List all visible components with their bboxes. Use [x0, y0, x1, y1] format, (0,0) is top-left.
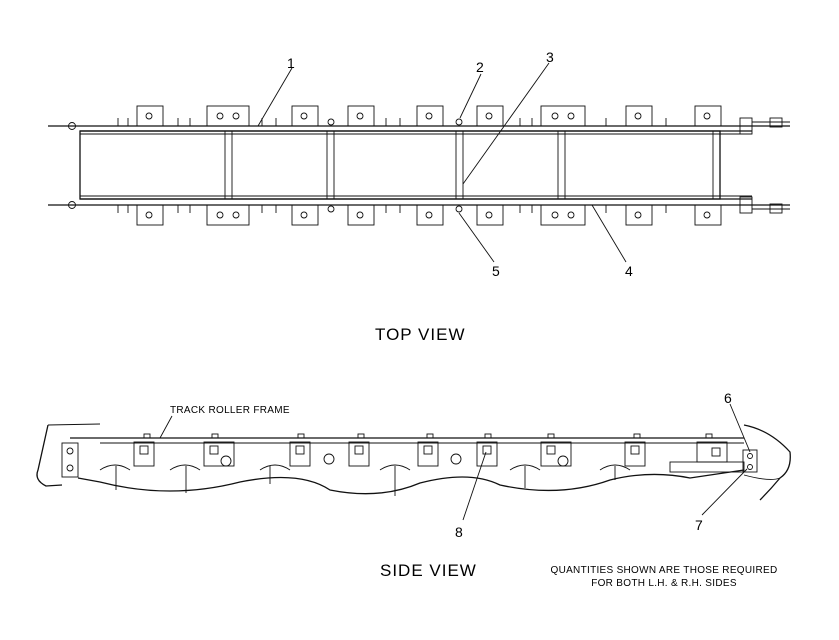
- callout-5: 5: [492, 263, 500, 279]
- top-view-title: TOP VIEW: [375, 325, 466, 344]
- top-view-leaders: [257, 62, 627, 263]
- quantity-note-line-1: QUANTITIES SHOWN ARE THOSE REQUIRED: [550, 565, 777, 576]
- quantity-note-line-2: FOR BOTH L.H. & R.H. SIDES: [591, 578, 737, 589]
- callout-4: 4: [625, 263, 633, 279]
- top-view-drawing: [48, 105, 790, 226]
- side-view-title: SIDE VIEW: [380, 561, 477, 580]
- callout-6: 6: [724, 390, 732, 406]
- side-view-drawing: [36, 423, 791, 501]
- side-view-leaders: [462, 403, 751, 521]
- callout-7: 7: [695, 517, 703, 533]
- track-roller-frame-label: TRACK ROLLER FRAME: [170, 405, 290, 416]
- callout-8: 8: [455, 524, 463, 540]
- frame-label-leader: [159, 415, 173, 439]
- callout-1: 1: [287, 55, 295, 71]
- callout-3: 3: [546, 49, 554, 65]
- callout-2: 2: [476, 59, 484, 75]
